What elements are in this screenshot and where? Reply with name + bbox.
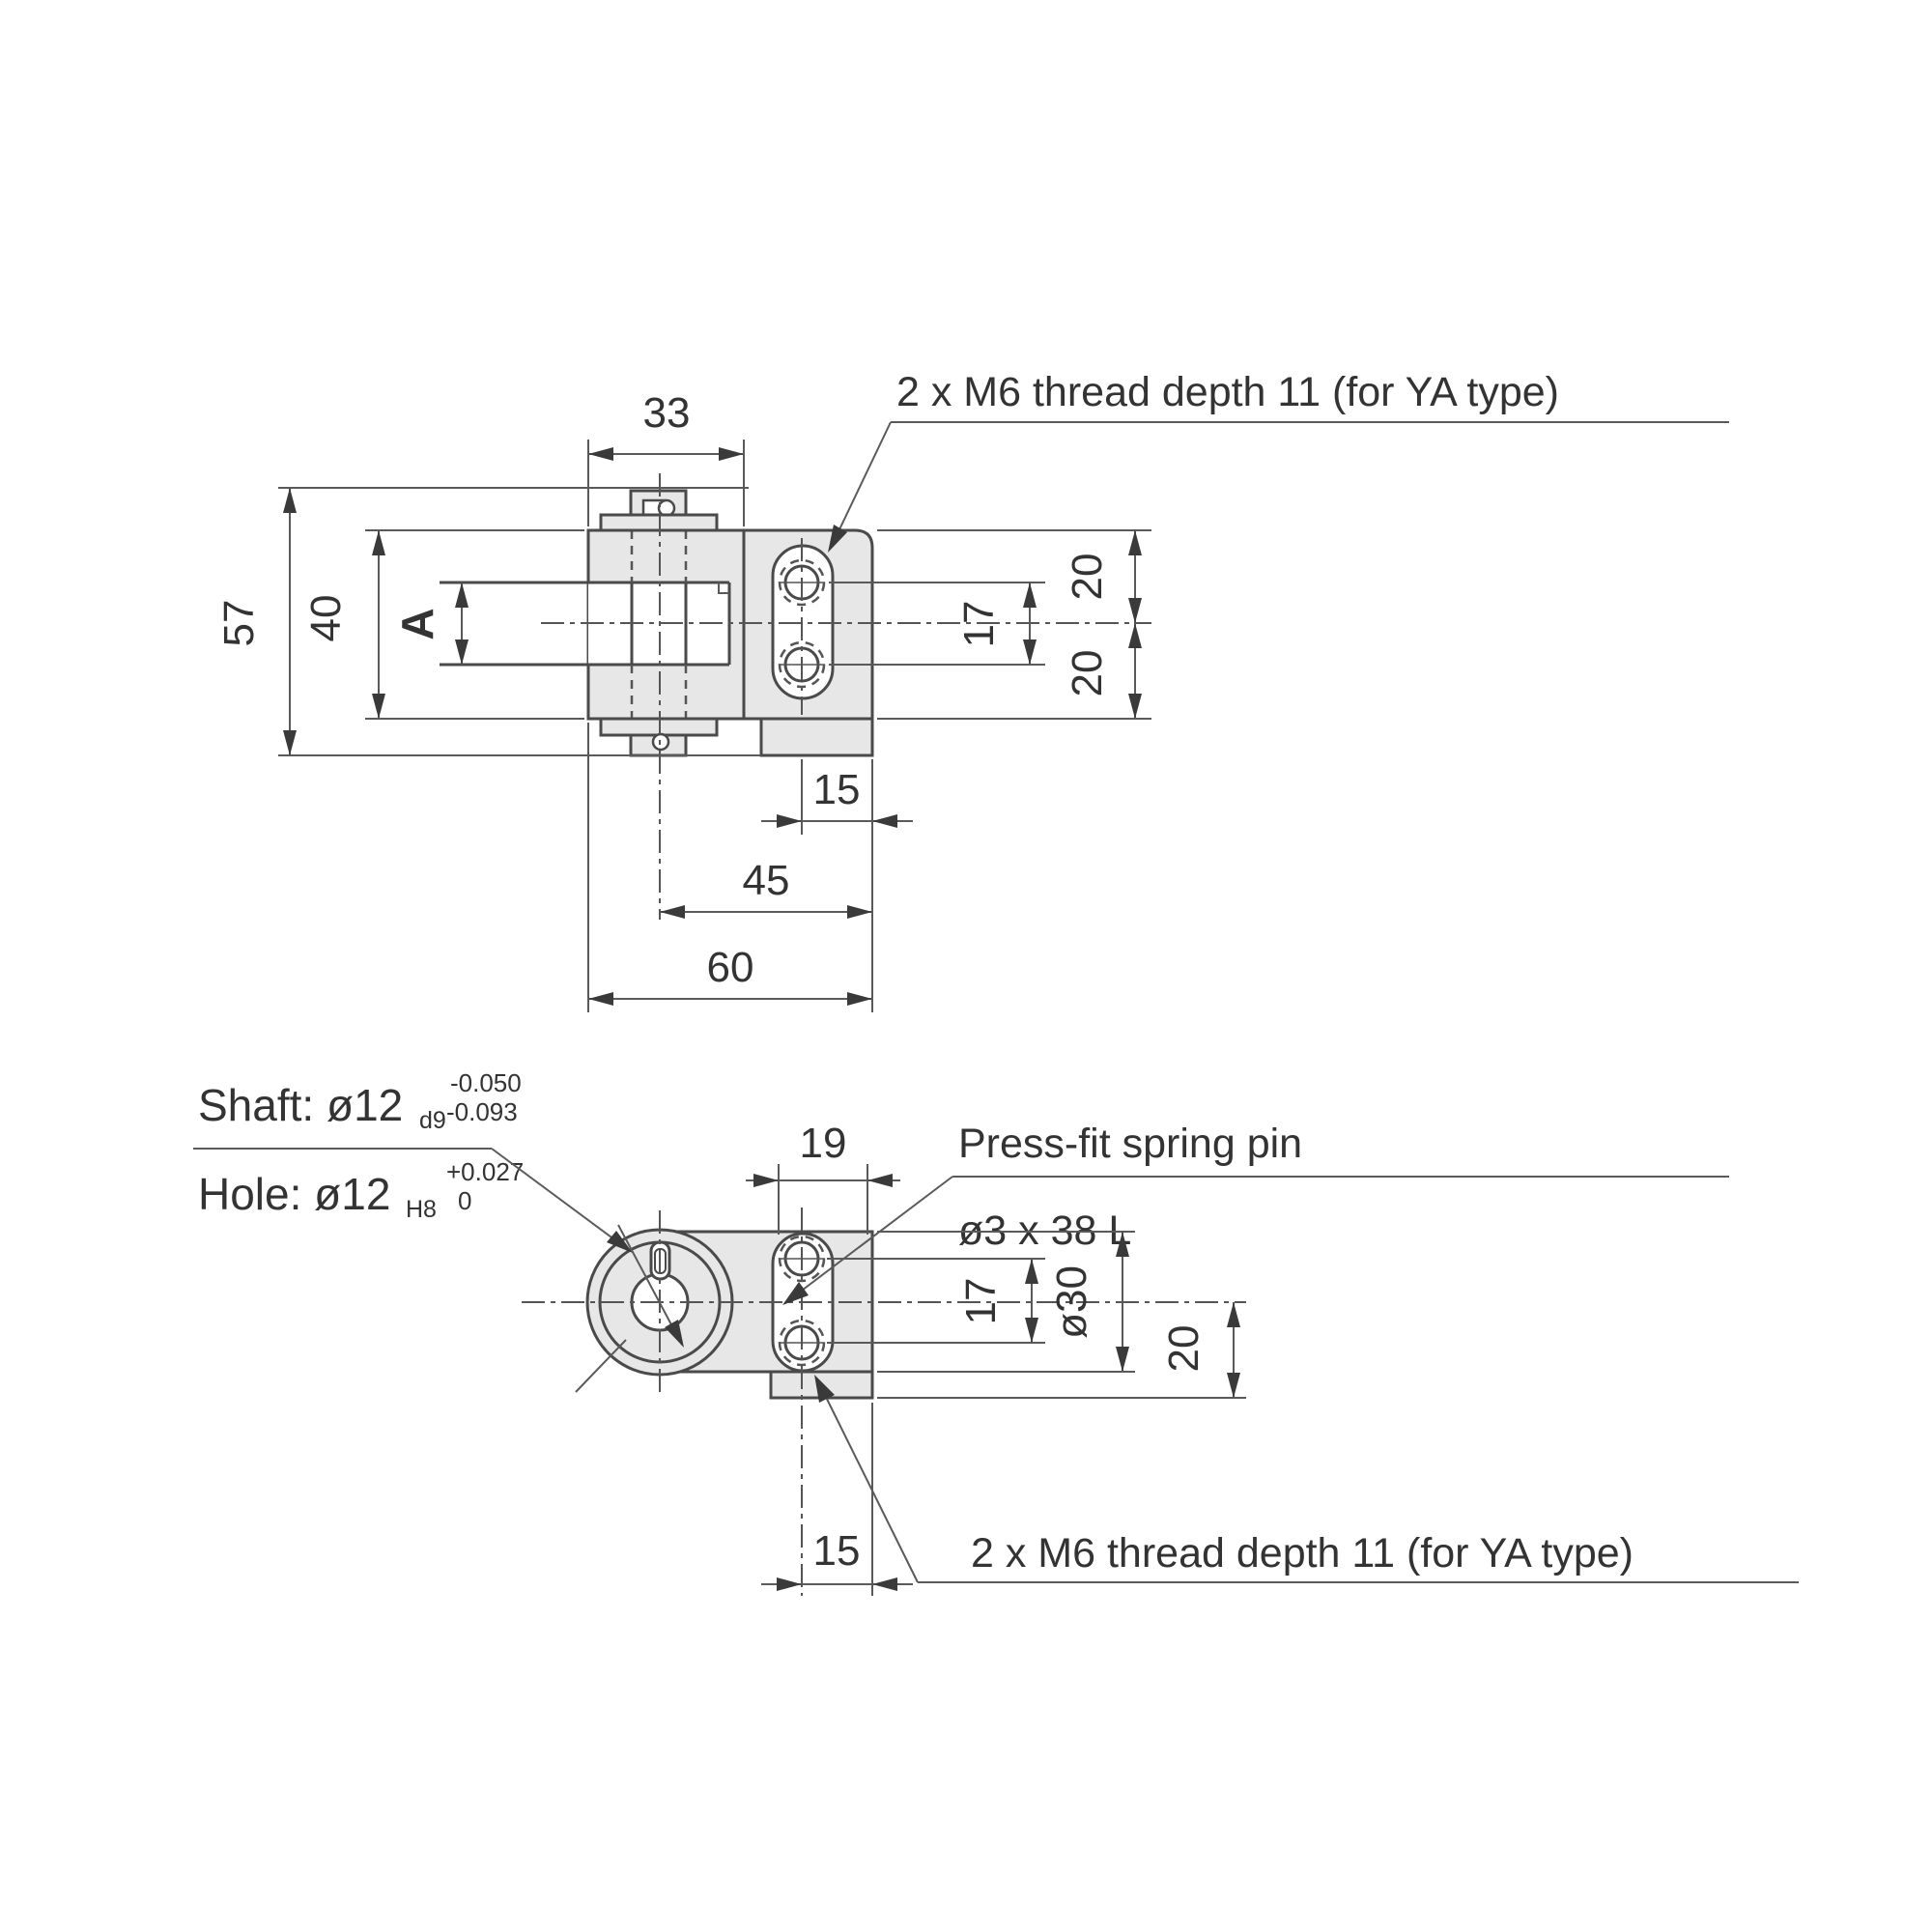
springpin-note-line1: Press-fit spring pin	[958, 1121, 1302, 1167]
dim-19-label: 19	[800, 1120, 847, 1167]
dim-45: 45	[660, 759, 873, 1012]
dim-20-bv: 20	[877, 1302, 1246, 1399]
dim-33: 33	[587, 389, 745, 526]
dim-20-bottom-label: 20	[1064, 650, 1111, 697]
slot-step	[718, 582, 729, 594]
dim-19: 19	[746, 1120, 900, 1235]
bottom-view: Shaft: ø12 d9 -0.050 -0.093 Hole: ø12 H8…	[193, 1068, 1799, 1596]
hole-tol-upper: +0.027	[446, 1157, 524, 1186]
shaft-tol-upper: -0.050	[450, 1068, 522, 1097]
dim-57-label: 57	[215, 600, 263, 647]
m6-note-bottom-label: 2 x M6 thread depth 11 (for YA type)	[971, 1530, 1634, 1577]
dim-40-label: 40	[302, 595, 350, 642]
dim-57: 57	[215, 487, 761, 756]
hole-fit: H8	[406, 1196, 437, 1223]
dim-17-bv: 17	[827, 1258, 1045, 1344]
fit-callout: Shaft: ø12 d9 -0.050 -0.093 Hole: ø12 H8…	[193, 1068, 684, 1393]
m6-note-top: 2 x M6 thread depth 11 (for YA type)	[828, 369, 1729, 553]
shaft-fit: d9	[419, 1107, 446, 1134]
dim-60: 60	[587, 723, 872, 1012]
hole-tol-lower: 0	[458, 1186, 471, 1215]
dim-dia30: ø30	[877, 1231, 1135, 1373]
bottom-view-part	[585, 1228, 874, 1400]
top-view: 33 2 x M6 thread depth 11 (for YA type) …	[215, 369, 1729, 1012]
shaft-label: Shaft: ø12	[198, 1080, 403, 1130]
dim-right-stack: 17 20 20	[829, 529, 1151, 720]
dim-A-label: A	[392, 608, 442, 639]
dim-20-top-label: 20	[1064, 554, 1111, 601]
dim-17-label: 17	[955, 601, 1003, 648]
shaft-tol-lower: -0.093	[446, 1097, 518, 1126]
dim-15-label: 15	[813, 766, 861, 813]
dim-15-bv-label: 15	[813, 1527, 861, 1575]
m6-note-bottom: 2 x M6 thread depth 11 (for YA type)	[814, 1375, 1799, 1583]
dim-60-label: 60	[707, 944, 754, 991]
dim-15-bv: 15	[761, 1403, 913, 1596]
dim-17-bv-label: 17	[957, 1278, 1005, 1325]
dim-dia30-label: ø30	[1048, 1265, 1095, 1339]
springpin-note: Press-fit spring pin ø3 x 38 L	[782, 1121, 1729, 1305]
dim-45-label: 45	[743, 857, 790, 904]
hole-label: Hole: ø12	[198, 1169, 390, 1219]
dim-15-top-view: 15	[761, 759, 913, 835]
dim-20-bv-label: 20	[1160, 1325, 1208, 1373]
body-flange	[759, 717, 874, 757]
m6-note-top-label: 2 x M6 thread depth 11 (for YA type)	[896, 369, 1559, 415]
dim-A: A	[392, 582, 469, 665]
dim-40: 40	[302, 529, 584, 720]
dim-33-label: 33	[643, 389, 691, 437]
